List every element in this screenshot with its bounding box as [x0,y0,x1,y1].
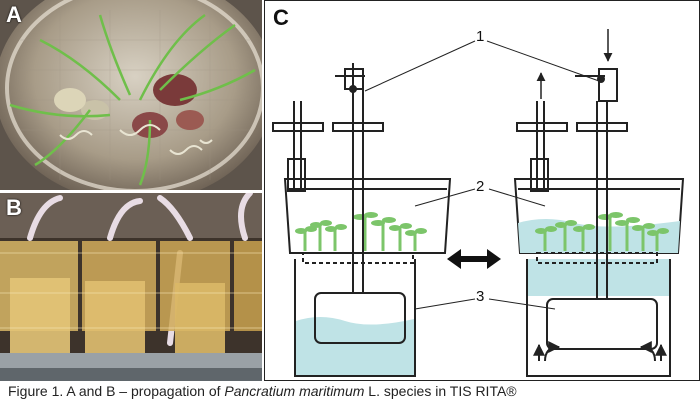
callout-lines [364,40,600,310]
callout-2: 2 [476,178,484,195]
bulblet-photo [0,0,262,190]
callout-3: 3 [476,288,484,305]
exchange-double-arrow [447,249,501,269]
left-vessel [272,63,452,377]
diagram-panel-c: C [264,0,700,381]
caption-prefix: Figure 1. A and B – propagation of [8,383,225,399]
panel-letter-c: C [273,5,289,30]
caption-suffix: L. species in TIS RITA® [364,383,517,399]
bioreactor-photo [0,193,262,381]
panel-letter-a: A [6,2,22,27]
rita-diagram: 1 2 3 [272,28,685,377]
figure-caption: Figure 1. A and B – propagation of Pancr… [8,383,517,399]
photo-panel-b: B [0,193,262,381]
photo-panel-a: A [0,0,262,190]
callout-1: 1 [476,28,484,45]
right-vessel [513,68,685,377]
panel-letter-b: B [6,195,22,220]
caption-species: Pancratium maritimum [224,383,365,399]
